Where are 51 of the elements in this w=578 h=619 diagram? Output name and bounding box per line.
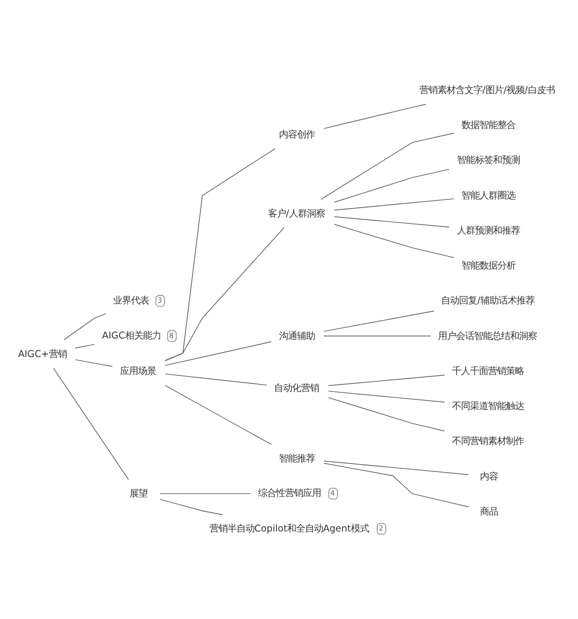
node-text: 智能人群圈选: [461, 190, 516, 202]
connector: [74, 359, 113, 367]
connector: [53, 368, 129, 480]
node-text: 不同渠道智能触达: [452, 401, 524, 412]
node-text: 营销素材含文字/图片/视频/白皮书: [419, 84, 555, 96]
node-text: 数据智能整合: [461, 120, 516, 132]
node-text: 沟通辅助: [278, 330, 315, 342]
connector: [328, 374, 445, 386]
node-text: 自动化营销: [274, 383, 320, 394]
node-text: 商品: [480, 506, 498, 518]
connector: [160, 493, 251, 494]
node-text: 智能标签和预测: [456, 155, 520, 166]
connector: [334, 216, 450, 228]
node-text: 内容创作: [278, 129, 315, 140]
node-box: 8: [167, 330, 177, 342]
node-text: 不同营销素材制作: [452, 436, 524, 448]
connector: [324, 104, 426, 129]
node-text: 内容: [480, 471, 498, 482]
node-text: 自动回复/辅助话术推荐: [441, 296, 534, 307]
connector: [324, 462, 469, 508]
node-text: 展望: [129, 488, 148, 500]
connector: [64, 313, 106, 340]
node-label: AIGC相关能力: [102, 330, 162, 342]
connector: [160, 498, 224, 516]
node-text: 智能推荐: [278, 453, 315, 464]
connector: [74, 344, 95, 348]
node-text: 用户会话智能总结和洞察: [438, 330, 538, 342]
connector: [164, 341, 272, 366]
connector: [324, 460, 469, 475]
node-box: 3: [156, 295, 165, 307]
connector: [334, 224, 454, 258]
connector: [328, 397, 445, 432]
connector: [164, 385, 272, 445]
connector: [334, 168, 450, 202]
connector: [164, 227, 284, 361]
node-label: 营销半自动Copilot和全自动Agent模式: [209, 523, 369, 534]
node-text: 应用场景: [120, 366, 156, 377]
node-box: 2: [376, 522, 386, 535]
node-label: 综合性营销应用: [258, 488, 321, 500]
connector: [164, 374, 267, 386]
node-text: AIGC+营销: [18, 348, 67, 360]
connector: [328, 390, 445, 402]
connector: [334, 198, 454, 210]
node-text: 人群预测和推荐: [456, 225, 520, 236]
node-label: 业界代表: [112, 295, 149, 306]
node-text: 客户/人群洞察: [268, 208, 326, 220]
connector: [324, 310, 434, 332]
connector: [320, 132, 454, 200]
node-text: 千人千面营销策略: [452, 366, 524, 377]
node-text: 智能数据分析: [461, 260, 516, 272]
node-box: 4: [328, 488, 338, 500]
